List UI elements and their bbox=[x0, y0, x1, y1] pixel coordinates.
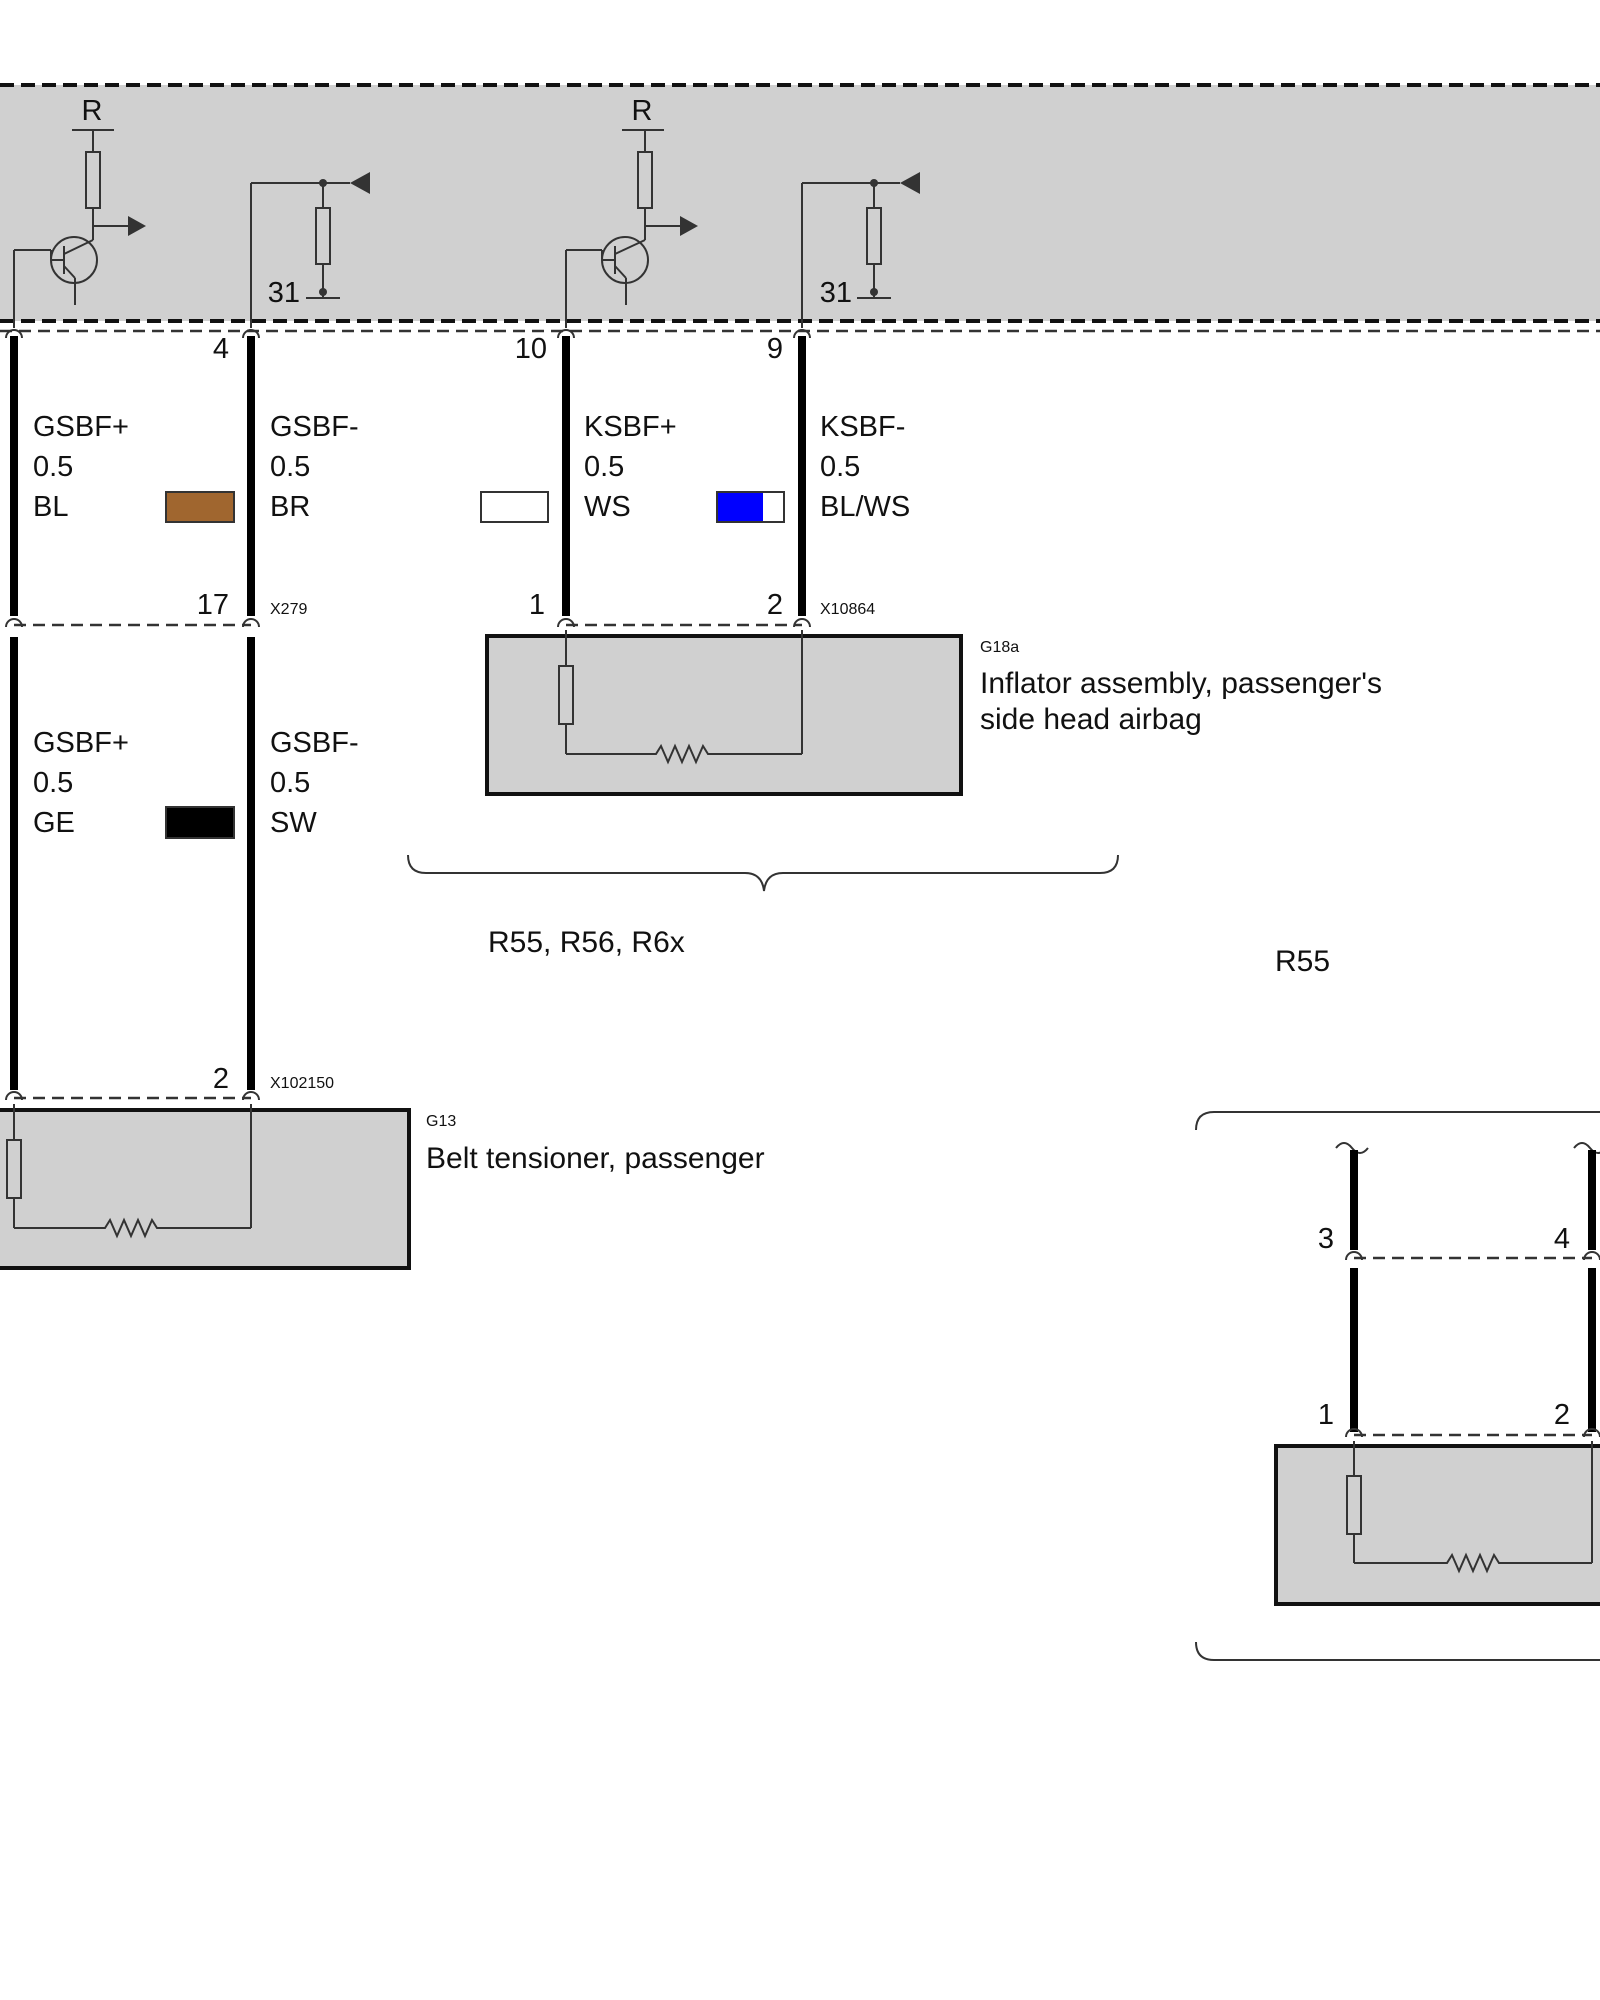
output-arrow-icon-2 bbox=[680, 216, 698, 236]
wire-color-code: BL/WS bbox=[820, 491, 910, 523]
component-id-g13: G13 bbox=[426, 1113, 456, 1130]
wire-size: 0.5 bbox=[270, 767, 310, 799]
variant-label-group2: R55 bbox=[1275, 945, 1330, 978]
wire-size: 0.5 bbox=[584, 451, 624, 483]
component-name-g18a-line1: Inflator assembly, passenger's bbox=[980, 667, 1382, 700]
component-name-g13: Belt tensioner, passenger bbox=[426, 1142, 765, 1175]
wire-color-swatch-brown bbox=[165, 491, 235, 523]
pulldown-resistor-1 bbox=[315, 207, 331, 265]
wire-size: 0.5 bbox=[820, 451, 860, 483]
wire-signal: GSBF- bbox=[270, 411, 359, 443]
supply-label-1: R bbox=[82, 95, 103, 127]
wire-size: 0.5 bbox=[33, 451, 73, 483]
wire-color-swatch-blue bbox=[717, 492, 763, 522]
wire-color-swatch-white bbox=[480, 491, 549, 523]
pin-label-x279-17: 17 bbox=[197, 589, 229, 621]
wire-color-swatch-border bbox=[716, 491, 785, 523]
transistor-stage-1: R bbox=[13, 95, 146, 328]
pin-label-cu-10: 10 bbox=[515, 333, 547, 365]
component-g18a: G18a Inflator assembly, passenger's side… bbox=[485, 630, 1382, 796]
wire-signal: KSBF+ bbox=[584, 411, 677, 443]
wires-upper bbox=[10, 336, 806, 616]
wire-break-icon bbox=[1573, 1142, 1600, 1154]
pulldown-resistor-2 bbox=[866, 207, 882, 265]
r55-resistor bbox=[1346, 1475, 1362, 1535]
pin-label-x102150-2: 2 bbox=[213, 1063, 229, 1095]
pin-label-r55-1: 1 bbox=[1318, 1399, 1334, 1431]
ground-label-2: 31 bbox=[820, 277, 852, 309]
wire-signal: GSBF- bbox=[270, 727, 359, 759]
supply-label-2: R bbox=[632, 95, 653, 127]
pin-arcs-top bbox=[5, 329, 811, 339]
pin-label-cu-9: 9 bbox=[767, 333, 783, 365]
wire-signal: GSBF+ bbox=[33, 727, 129, 759]
pin-label-x10864-1: 1 bbox=[529, 589, 545, 621]
ground-stage-2: 31 bbox=[801, 172, 920, 328]
wire-break-icon bbox=[1335, 1142, 1369, 1154]
tensioner-resistor bbox=[6, 1139, 22, 1199]
pullup-resistor-2 bbox=[637, 151, 653, 209]
wire-color-code: BR bbox=[270, 491, 310, 523]
brace-icon bbox=[407, 854, 1119, 892]
connector-label-x10864: X10864 bbox=[820, 601, 875, 618]
pin-label-r55-4: 4 bbox=[1554, 1223, 1570, 1255]
control-unit: R 31 bbox=[0, 83, 1600, 365]
pin-label-r55-2: 2 bbox=[1554, 1399, 1570, 1431]
input-arrow-icon-1 bbox=[350, 172, 370, 194]
r55-variant-block: 3 4 1 2 bbox=[1195, 1111, 1600, 1661]
igniter-resistor-icon bbox=[1354, 1552, 1592, 1574]
connector-x102150: 2 X102150 bbox=[5, 1063, 334, 1101]
wire-color-code: SW bbox=[270, 807, 317, 839]
wire-labels-lower: GSBF+ 0.5 GE GSBF- 0.5 SW bbox=[33, 727, 359, 839]
connector-label-x102150: X102150 bbox=[270, 1075, 334, 1092]
transistor-stage-2: R bbox=[565, 95, 698, 328]
connector-label-x279: X279 bbox=[270, 601, 307, 618]
pin-label-r55-3: 3 bbox=[1318, 1223, 1334, 1255]
connector-x279: 17 X279 bbox=[5, 589, 307, 628]
wire-size: 0.5 bbox=[270, 451, 310, 483]
wire-size: 0.5 bbox=[33, 767, 73, 799]
component-g13: G13 Belt tensioner, passenger bbox=[0, 1104, 765, 1270]
wires-lower bbox=[10, 637, 255, 1090]
wire-color-code: BL bbox=[33, 491, 68, 523]
belt-tensioner-box bbox=[0, 1108, 411, 1270]
component-name-g18a-line2: side head airbag bbox=[980, 703, 1202, 736]
input-arrow-icon-2 bbox=[900, 172, 920, 194]
component-id-g18a: G18a bbox=[980, 639, 1019, 656]
ground-stage-1: 31 bbox=[250, 172, 370, 328]
pin-label-x10864-2: 2 bbox=[767, 589, 783, 621]
inflator-resistor bbox=[558, 665, 574, 725]
connector-x10864: 1 2 X10864 bbox=[529, 589, 875, 628]
variant-bracket-bottom bbox=[1195, 1641, 1600, 1661]
wire-signal: KSBF- bbox=[820, 411, 905, 443]
wire-color-swatch-black bbox=[165, 806, 235, 839]
variant-label-group1: R55, R56, R6x bbox=[488, 926, 685, 959]
wire-labels-upper: GSBF+ 0.5 BL GSBF- 0.5 BR KSBF+ 0.5 WS K… bbox=[33, 411, 910, 523]
pullup-resistor-1 bbox=[85, 151, 101, 209]
pin-label-cu-4: 4 bbox=[213, 333, 229, 365]
r55-airbag-box bbox=[1274, 1444, 1600, 1606]
output-arrow-icon-1 bbox=[128, 216, 146, 236]
wire-color-code: GE bbox=[33, 807, 75, 839]
igniter-resistor-icon bbox=[14, 1217, 251, 1239]
wire-color-swatch-white-stripe bbox=[763, 492, 784, 522]
igniter-resistor-icon bbox=[566, 743, 802, 765]
control-unit-body bbox=[0, 85, 1600, 321]
wire-color-code: WS bbox=[584, 491, 631, 523]
variant-bracket-top bbox=[1195, 1111, 1600, 1131]
wire-signal: GSBF+ bbox=[33, 411, 129, 443]
ground-label-1: 31 bbox=[268, 277, 300, 309]
variant-brace-1: R55, R56, R6x bbox=[407, 854, 1119, 959]
